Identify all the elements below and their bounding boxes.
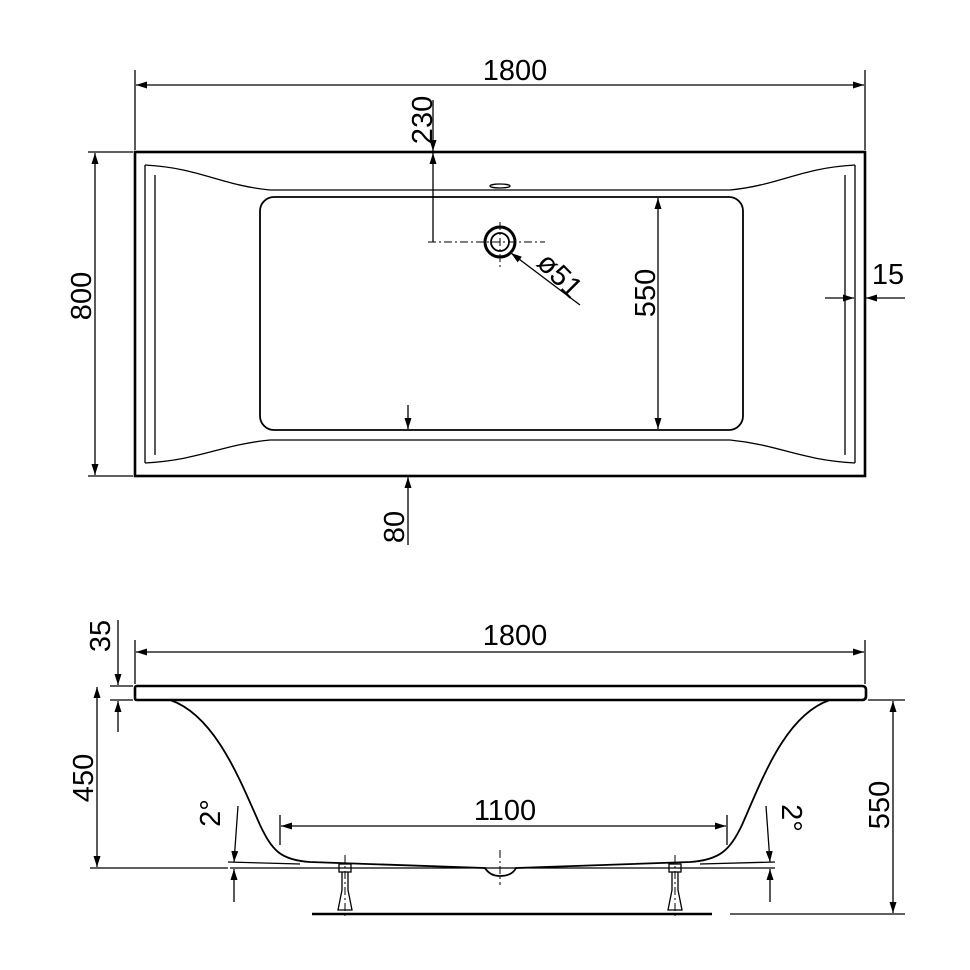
dim-width: 800 bbox=[66, 272, 98, 320]
dim-drain-offset: 230 bbox=[407, 96, 439, 144]
dim-length: 1800 bbox=[483, 55, 548, 87]
foot-left bbox=[337, 855, 353, 918]
dim-side-rim: 80 bbox=[379, 511, 411, 543]
overflow-icon bbox=[489, 183, 511, 189]
tub-rim bbox=[133, 684, 868, 702]
tub-outline bbox=[133, 150, 867, 478]
top-view: 1800 230 ø51 550 15 80 800 bbox=[66, 55, 905, 545]
side-view: 1800 1100 35 450 550 2° 2° bbox=[68, 620, 905, 918]
dim-depth: 450 bbox=[68, 754, 100, 802]
dim-slope-right: 2° bbox=[775, 804, 807, 832]
rim-inner-contour bbox=[144, 164, 856, 464]
drain bbox=[428, 222, 545, 268]
dim-rim-thickness: 35 bbox=[85, 620, 117, 652]
basin-floor bbox=[259, 196, 744, 431]
foot-right bbox=[667, 855, 683, 918]
dim-total-height: 550 bbox=[864, 781, 896, 829]
dim-drain-diameter: ø51 bbox=[530, 247, 588, 305]
dim-slope-left: 2° bbox=[195, 799, 227, 827]
dim-rim-edge: 15 bbox=[872, 259, 904, 291]
dim-side-length: 1800 bbox=[483, 620, 548, 652]
dim-bottom-length: 1100 bbox=[474, 795, 536, 827]
dim-basin-width: 550 bbox=[630, 269, 662, 317]
tub-body bbox=[169, 699, 831, 877]
